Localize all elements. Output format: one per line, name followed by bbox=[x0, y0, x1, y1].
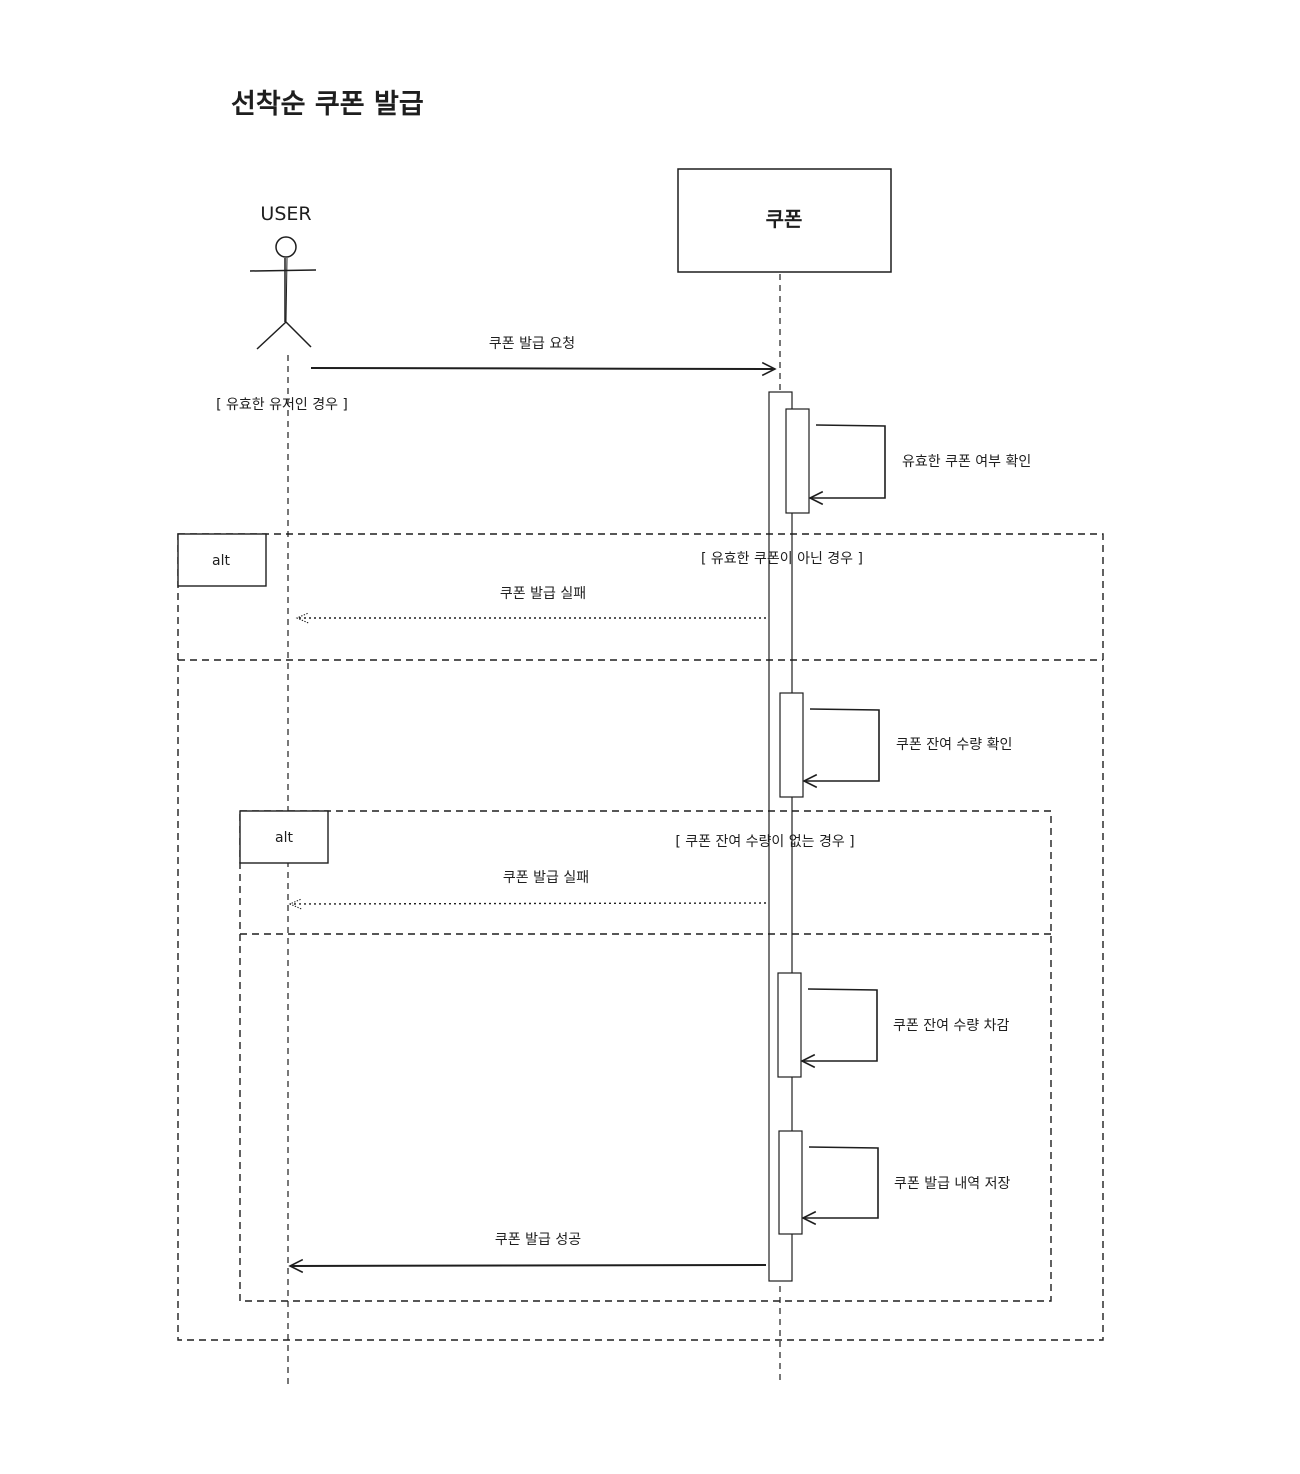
stick-figure-icon bbox=[249, 236, 317, 350]
coupon-participant-label: 쿠폰 bbox=[766, 207, 803, 231]
request-message-label: 쿠폰 발급 요청 bbox=[489, 336, 575, 352]
inner-alt-tag bbox=[239, 810, 329, 864]
guard-no-stock: [ 쿠폰 잔여 수량이 없는 경우 ] bbox=[675, 834, 854, 850]
decrement-arrow bbox=[802, 988, 878, 1061]
inner-alt-label: alt bbox=[275, 830, 293, 846]
save-history-arrow bbox=[803, 1146, 879, 1218]
diagram-title: 선착순 쿠폰 발급 bbox=[231, 89, 424, 120]
check-stock-arrow bbox=[804, 708, 880, 781]
check-coupon-arrow bbox=[810, 424, 886, 498]
request-message-arrow bbox=[310, 368, 775, 369]
fail-stock-arrow bbox=[288, 898, 767, 910]
success-label: 쿠폰 발급 성공 bbox=[495, 1232, 581, 1248]
decrement-activation bbox=[777, 972, 802, 1078]
guard-valid-user: [ 유효한 유저인 경우 ] bbox=[216, 397, 348, 413]
check-coupon-label: 유효한 쿠폰 여부 확인 bbox=[902, 454, 1031, 470]
fail-invalid-label: 쿠폰 발급 실패 bbox=[500, 586, 586, 602]
guard-invalid-coupon: [ 유효한 쿠폰이 아닌 경우 ] bbox=[701, 551, 863, 567]
check-stock-label: 쿠폰 잔여 수량 확인 bbox=[896, 737, 1012, 753]
save-history-activation bbox=[778, 1130, 803, 1235]
outer-alt-label: alt bbox=[212, 553, 230, 569]
success-arrow bbox=[290, 1265, 767, 1266]
outer-alt-tag bbox=[177, 533, 267, 587]
coupon-participant: 쿠폰 bbox=[677, 168, 892, 273]
fail-stock-label: 쿠폰 발급 실패 bbox=[503, 870, 589, 886]
save-history-label: 쿠폰 발급 내역 저장 bbox=[894, 1176, 1011, 1192]
check-stock-activation bbox=[779, 692, 804, 798]
user-actor: USER bbox=[249, 203, 317, 350]
user-actor-label: USER bbox=[260, 203, 311, 225]
inner-alt-fragment bbox=[239, 810, 1052, 1302]
check-coupon-activation bbox=[785, 408, 810, 514]
decrement-label: 쿠폰 잔여 수량 차감 bbox=[893, 1018, 1010, 1034]
outer-alt-fragment bbox=[177, 533, 1104, 1341]
